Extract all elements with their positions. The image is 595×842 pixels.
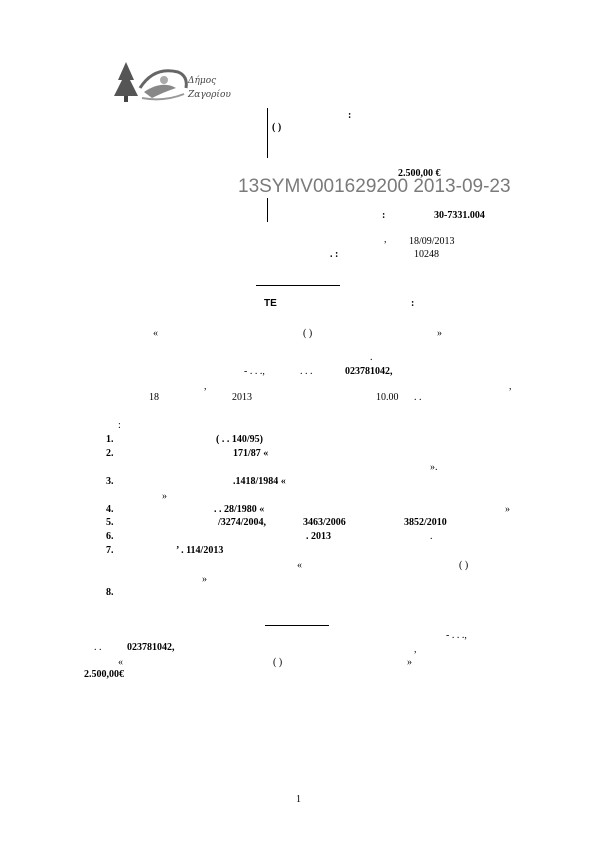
intro-dashes: - . . ., <box>244 366 265 377</box>
award-comma: , <box>414 644 417 655</box>
item-5-law-3: 3852/2010 <box>404 517 447 528</box>
intro-comma-1: , <box>204 381 207 392</box>
award-amount: 2.500,00€ <box>84 669 124 680</box>
item-4-number: 4. <box>106 504 114 515</box>
item-5-law-2: 3463/2006 <box>303 517 346 528</box>
award-paren: ( ) <box>273 657 283 668</box>
item-6-number: 6. <box>106 531 114 542</box>
item-4-text: . . 28/1980 « <box>214 504 265 515</box>
list-intro-colon: : <box>118 420 121 431</box>
award-close-quote: » <box>407 657 412 668</box>
item-7-number: 7. <box>106 545 114 556</box>
logo-text-line1: Δήμος <box>188 76 217 86</box>
item-5-text: /3274/2004, <box>218 517 267 528</box>
item-7-paren: ( ) <box>459 560 469 571</box>
subject-paren: ( ) <box>303 328 313 339</box>
item-3-text: .1418/1984 « <box>233 476 286 487</box>
header-amount: 2.500,00 € <box>398 168 441 179</box>
item-7-text: ’ . 114/2013 <box>176 545 224 556</box>
subject-close-quote: » <box>437 328 442 339</box>
intro-dot: . <box>370 352 373 363</box>
item-6-cont: . <box>430 531 433 542</box>
item-6-text: . 2013 <box>306 531 331 542</box>
protocol-marks: . : <box>330 249 339 260</box>
award-afm: 023781042, <box>127 642 175 653</box>
award-prefix: . . <box>94 642 102 653</box>
logo-artwork-icon <box>114 62 188 102</box>
contractor-afm: 023781042, <box>345 366 393 377</box>
header-paren: ( ) <box>272 122 282 133</box>
item-3-cont: » <box>162 491 167 502</box>
item-7-open: « <box>297 560 302 571</box>
intro-time-dots: . . <box>414 392 422 403</box>
protocol-number: 10248 <box>414 249 439 260</box>
intro-day: 18 <box>149 392 159 403</box>
header-colon: : <box>348 110 352 121</box>
item-7-close: » <box>202 574 207 585</box>
item-1-text: ( . . 140/95) <box>216 434 263 445</box>
date-comma: , <box>384 234 387 245</box>
intro-comma-2: , <box>509 381 512 392</box>
code-colon: : <box>382 210 386 221</box>
item-2-number: 2. <box>106 448 114 459</box>
item-1-number: 1. <box>106 434 114 445</box>
item-5-number: 5. <box>106 517 114 528</box>
item-8-number: 8. <box>106 587 114 598</box>
item-2-cont: ». <box>430 462 438 473</box>
document-id-watermark: 13SYMV001629200 2013-09-23 <box>238 176 511 197</box>
header-rule-top <box>267 108 268 158</box>
item-2-text: 171/87 « <box>233 448 269 459</box>
header-rule-bottom <box>267 198 268 222</box>
municipality-logo: Δήμος Ζαγορίου <box>104 58 236 108</box>
title-colon: : <box>411 298 415 309</box>
subject-open-quote: « <box>153 328 158 339</box>
title-rule <box>256 285 340 286</box>
award-rule <box>265 625 329 626</box>
budget-code: 30-7331.004 <box>434 210 485 221</box>
award-dashes: - . . ., <box>446 630 467 641</box>
award-open-quote: « <box>118 657 123 668</box>
intro-dots: . . . <box>300 366 313 377</box>
document-date: 18/09/2013 <box>409 236 455 247</box>
item-3-number: 3. <box>106 476 114 487</box>
page-number: 1 <box>296 794 301 805</box>
title-te: ΤΕ <box>264 298 277 309</box>
item-4-cont: » <box>505 504 510 515</box>
intro-year: 2013 <box>232 392 252 403</box>
intro-time: 10.00 <box>376 392 399 403</box>
logo-text-line2: Ζαγορίου <box>188 90 231 100</box>
